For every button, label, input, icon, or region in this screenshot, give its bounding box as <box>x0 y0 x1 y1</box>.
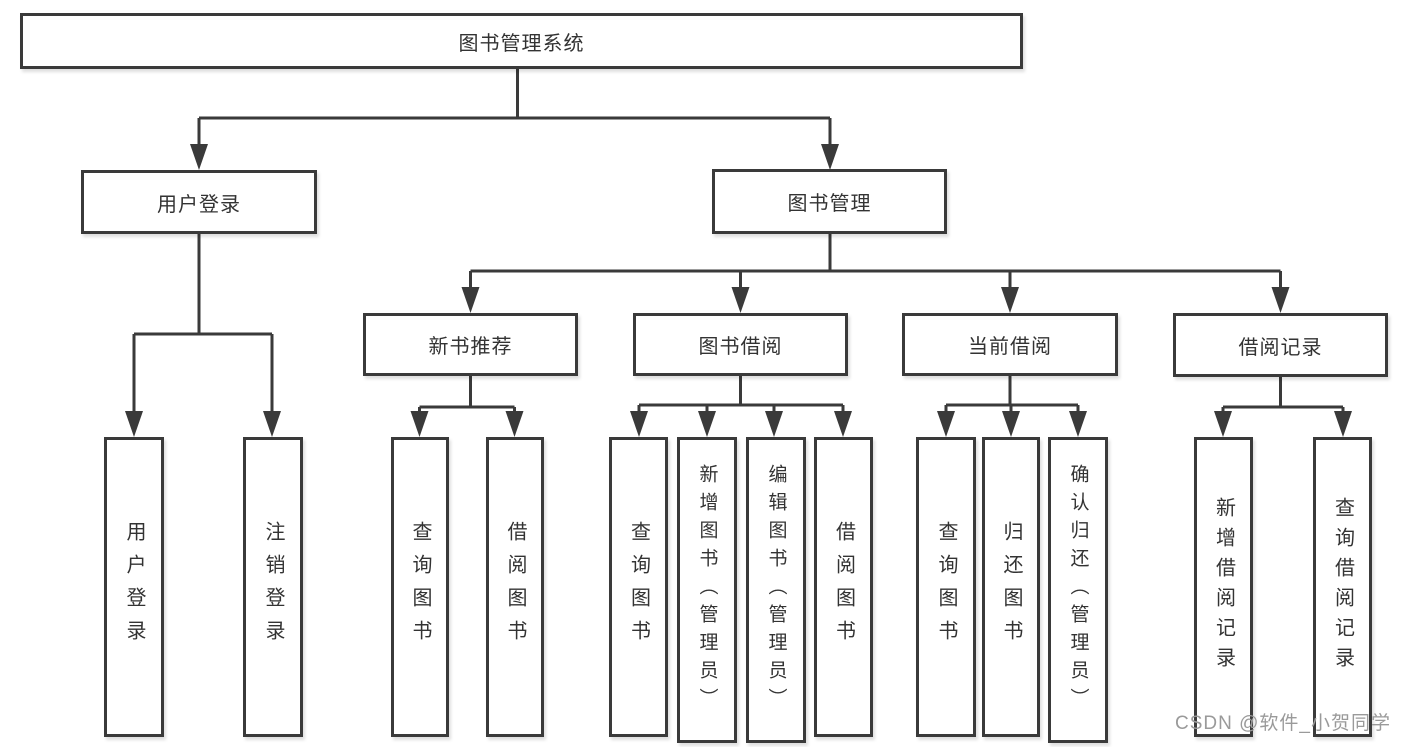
node-leaf-return-book-label: 归还图书 <box>1000 521 1022 653</box>
node-leaf-add-book-admin: 新增图书（管理员） <box>677 437 737 743</box>
node-leaf-query-borrow-record-label: 查询借阅记录 <box>1331 497 1354 677</box>
node-leaf-borrow-book-recommend-label: 借阅图书 <box>504 521 526 653</box>
node-user-login-label: 用户登录 <box>157 193 241 216</box>
node-leaf-add-borrow-record-label: 新增借阅记录 <box>1212 497 1235 677</box>
connector-borrow-record-children <box>1214 374 1352 437</box>
node-leaf-add-borrow-record: 新增借阅记录 <box>1194 437 1253 737</box>
node-leaf-confirm-return-admin: 确认归还（管理员） <box>1048 437 1108 743</box>
node-leaf-query-book-recommend: 查询图书 <box>391 437 449 737</box>
node-leaf-query-book-borrow: 查询图书 <box>609 437 668 737</box>
node-current-borrow: 当前借阅 <box>902 313 1118 376</box>
node-leaf-return-book: 归还图书 <box>982 437 1040 737</box>
connector-root-to-level2 <box>190 66 839 170</box>
connector-user-login-children <box>125 232 281 437</box>
node-leaf-query-book-current: 查询图书 <box>916 437 976 737</box>
node-leaf-edit-book-admin-label: 编辑图书（管理员） <box>765 464 787 716</box>
node-user-login: 用户登录 <box>81 170 317 234</box>
node-new-book-recommend-label: 新书推荐 <box>428 336 513 358</box>
node-leaf-add-book-admin-label: 新增图书（管理员） <box>696 464 718 716</box>
node-leaf-user-login: 用户登录 <box>104 437 164 737</box>
node-borrow-record-label: 借阅记录 <box>1238 336 1323 359</box>
node-book-borrow-label: 图书借阅 <box>698 336 783 358</box>
connector-current-borrow-children <box>937 374 1087 437</box>
node-leaf-confirm-return-admin-label: 确认归还（管理员） <box>1067 464 1089 716</box>
connector-new-book-recommend-children <box>410 374 524 437</box>
node-leaf-edit-book-admin: 编辑图书（管理员） <box>746 437 806 743</box>
connector-book-borrow-children <box>630 374 852 437</box>
node-leaf-logout: 注销登录 <box>243 437 303 737</box>
node-current-borrow-label: 当前借阅 <box>968 336 1052 358</box>
node-leaf-borrow-book-recommend: 借阅图书 <box>486 437 544 737</box>
csdn-watermark: CSDN @软件_小贺同学 <box>1175 713 1391 734</box>
node-book-management-label: 图书管理 <box>787 193 872 215</box>
node-book-borrow: 图书借阅 <box>633 313 848 376</box>
node-leaf-query-book-recommend-label: 查询图书 <box>409 521 431 653</box>
node-leaf-query-book-borrow-label: 查询图书 <box>627 521 650 653</box>
connector-book-management-children <box>461 232 1290 313</box>
node-leaf-borrow-book: 借阅图书 <box>814 437 873 737</box>
node-new-book-recommend: 新书推荐 <box>363 313 578 376</box>
node-leaf-query-book-current-label: 查询图书 <box>935 521 957 653</box>
node-leaf-logout-label: 注销登录 <box>262 521 284 653</box>
node-book-management: 图书管理 <box>712 169 947 234</box>
node-borrow-record: 借阅记录 <box>1173 313 1388 377</box>
node-leaf-user-login-label: 用户登录 <box>123 521 145 653</box>
node-root: 图书管理系统 <box>20 13 1023 69</box>
node-leaf-borrow-book-label: 借阅图书 <box>832 521 855 653</box>
node-root-label: 图书管理系统 <box>458 32 585 55</box>
node-leaf-query-borrow-record: 查询借阅记录 <box>1313 437 1372 737</box>
